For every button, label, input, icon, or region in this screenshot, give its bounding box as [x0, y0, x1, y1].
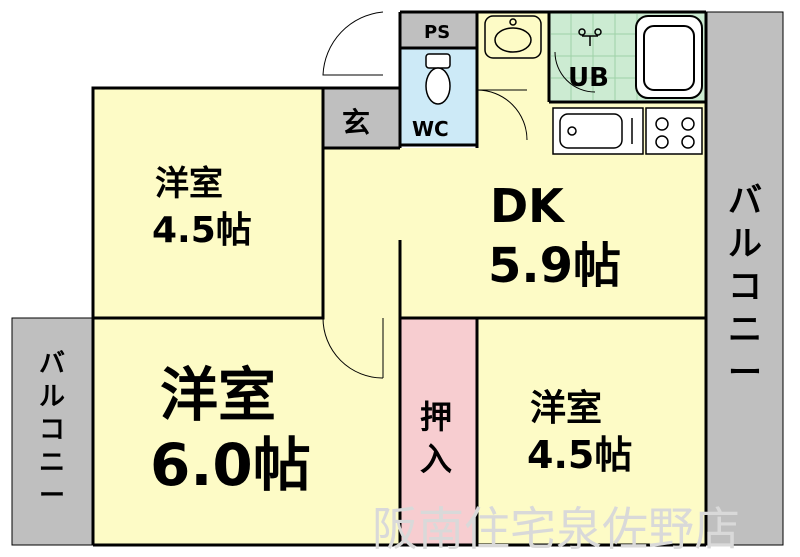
dining-kitchen-size: 5.9帖: [488, 238, 621, 294]
balcony-west-char-5: ー: [39, 481, 65, 511]
toilet-bowl-fixture: [425, 53, 451, 105]
western-room-sw-name: 洋室: [160, 361, 276, 429]
closet-label-line1: 押: [420, 398, 452, 436]
entrance-label: 玄: [342, 106, 370, 139]
closet-label-line2: 入: [420, 440, 452, 478]
unit-bath-label: UB: [568, 63, 609, 93]
balcony-west-char-1: バ: [39, 349, 65, 379]
balcony-west-char-4: ニ: [39, 448, 65, 478]
balcony-west-floor: [12, 318, 93, 545]
dining-kitchen-floor: [323, 148, 706, 318]
pipe-space-floor: [400, 12, 477, 48]
balcony-west-char-2: ル: [39, 382, 65, 412]
western-room-sw-floor: [93, 318, 400, 545]
balcony-east-char-1: バ: [728, 181, 762, 221]
balcony-west-label: バ ル コ ニ ー: [39, 349, 65, 511]
pipe-space-label: PS: [424, 22, 450, 43]
western-room-se-size: 4.5帖: [527, 433, 632, 477]
western-room-sw-size: 6.0帖: [150, 431, 311, 499]
shower-fixture: [578, 28, 602, 46]
door-swings: [322, 11, 596, 379]
western-room-nw-floor: [93, 88, 323, 318]
balcony-west-char-3: コ: [39, 415, 65, 445]
western-room-se-floor: [477, 318, 706, 545]
washbasin-fixture: [484, 15, 542, 59]
balcony-outlines: [11, 11, 784, 546]
balcony-east-char-4: ニ: [728, 310, 762, 350]
closet-floor: [400, 318, 477, 545]
balcony-east-char-5: ー: [728, 353, 762, 393]
entrance-floor: [323, 88, 400, 148]
balcony-east-label: バ ル コ ニ ー: [728, 181, 762, 393]
stove-fixture: [645, 107, 703, 155]
balcony-east-floor: [706, 12, 783, 545]
washroom-floor: [477, 12, 549, 148]
bathtub-fixture: [635, 15, 703, 99]
balcony-east-char-3: コ: [728, 267, 762, 307]
western-room-se-name: 洋室: [530, 388, 602, 429]
kitchen-sink-fixture: [552, 107, 644, 155]
toilet-label: WC: [412, 117, 449, 141]
western-room-nw-size: 4.5帖: [152, 210, 252, 251]
dining-kitchen-name: DK: [490, 179, 566, 233]
balcony-east-char-2: ル: [728, 224, 762, 264]
western-room-nw-name: 洋室: [155, 164, 223, 204]
watermark: 阪南住宅泉佐野店: [372, 502, 740, 556]
